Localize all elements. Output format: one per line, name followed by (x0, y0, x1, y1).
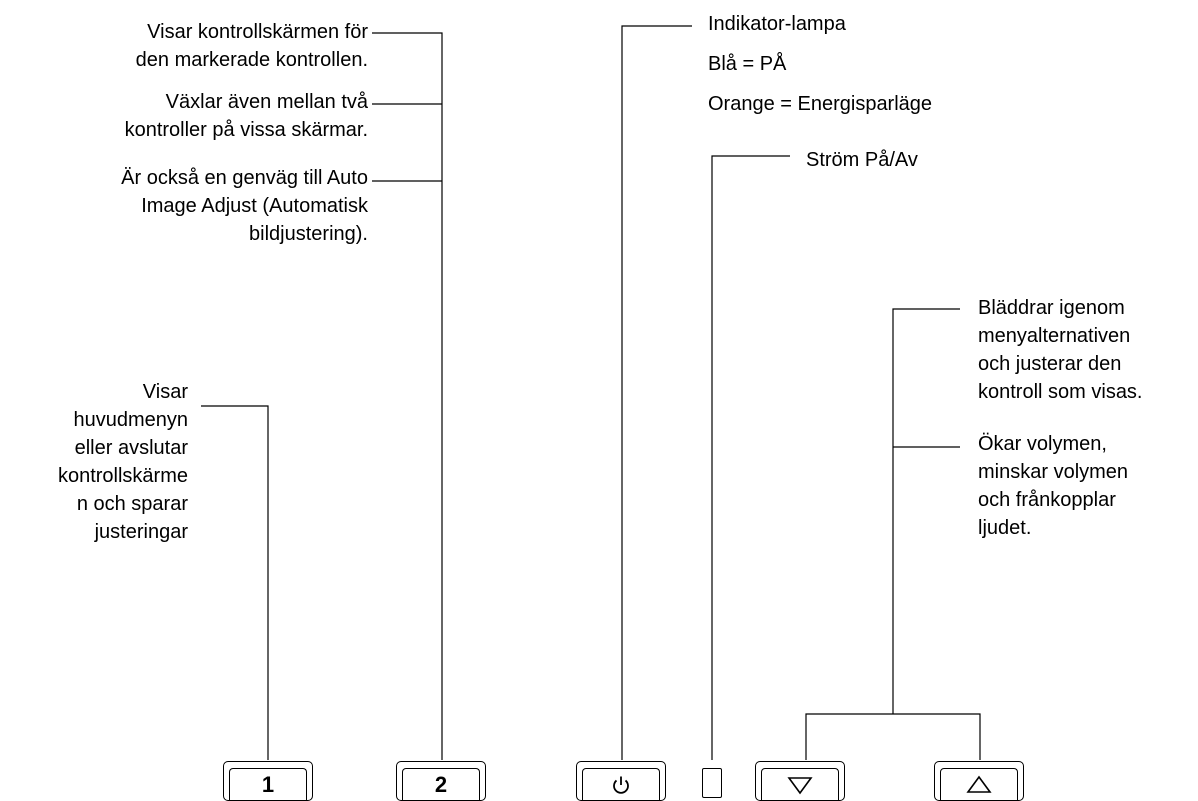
select-button-desc-2: Växlar även mellan två kontroller på vis… (124, 91, 368, 141)
down-triangle-icon (787, 776, 813, 794)
select-button-label: 2 (434, 771, 448, 797)
up-triangle-icon (966, 775, 992, 793)
power-leader (711, 155, 790, 760)
select-leader-1 (372, 32, 443, 760)
menu-button-label: 1 (261, 771, 275, 797)
led-orange-desc: Orange = Energisparläge (708, 93, 933, 115)
arrows-leader-1 (892, 308, 960, 714)
down-button[interactable] (755, 761, 845, 801)
power-button-desc: Ström På/Av (806, 149, 918, 171)
up-button[interactable] (934, 761, 1024, 801)
indicator-led (702, 768, 722, 798)
menu-button-desc: Visar huvudmenyn eller avslutar kontroll… (57, 381, 188, 543)
select-button-face: 2 (402, 768, 480, 800)
arrows-bracket (805, 713, 981, 760)
menu-button[interactable]: 1 (223, 761, 313, 801)
arrow-buttons-desc-1: Bläddrar igenom menyalternativen och jus… (978, 297, 1143, 403)
power-button[interactable] (576, 761, 666, 801)
arrow-buttons-desc-2: Ökar volymen, minskar volymen och frånko… (978, 433, 1129, 539)
power-icon (613, 776, 629, 794)
menu-button-face: 1 (229, 768, 307, 800)
up-button-face (940, 768, 1018, 800)
led-title: Indikator-lampa (708, 13, 846, 35)
power-button-face (582, 768, 660, 800)
down-button-face (761, 768, 839, 800)
select-button-desc-3: Är också en genväg till Auto Image Adjus… (121, 167, 368, 245)
menu-leader (201, 405, 269, 760)
select-button-desc-1: Visar kontrollskärmen för den markerade … (135, 21, 368, 71)
led-leader (621, 25, 692, 760)
led-blue-desc: Blå = PÅ (708, 53, 787, 75)
select-button[interactable]: 2 (396, 761, 486, 801)
